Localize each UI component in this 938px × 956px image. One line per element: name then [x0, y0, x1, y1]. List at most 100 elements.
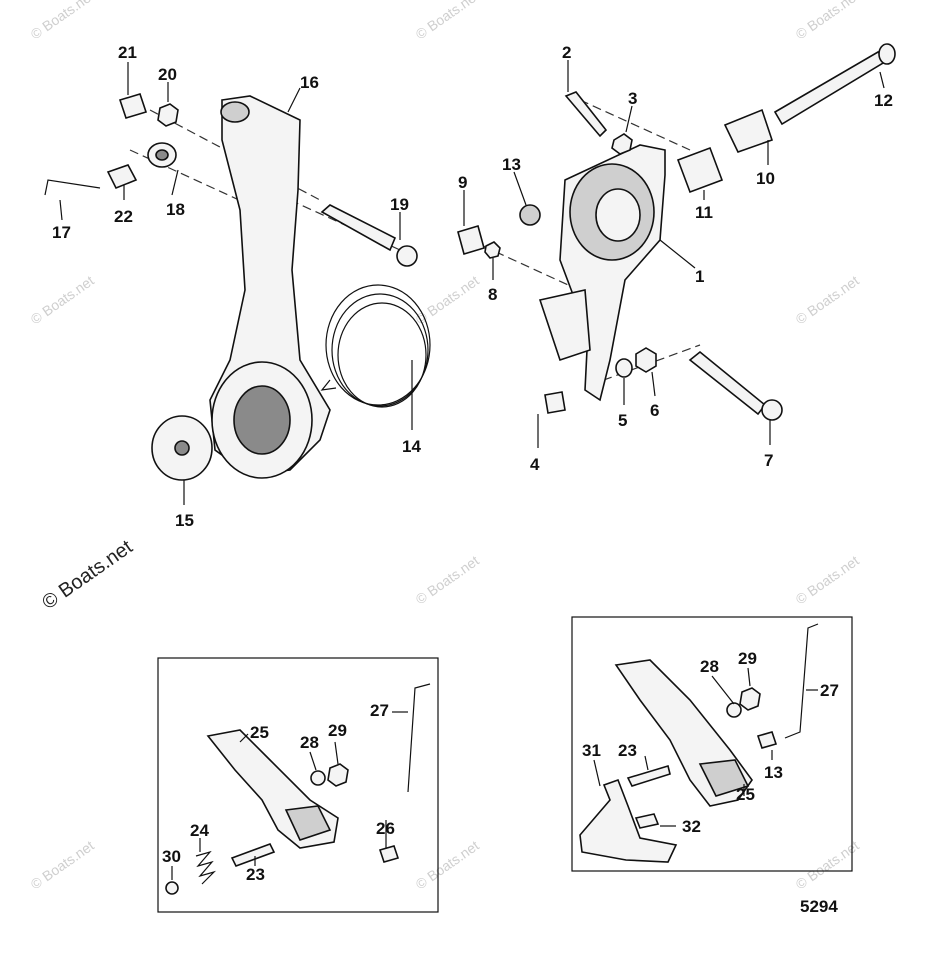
cam-boss-face — [595, 188, 641, 242]
callout-19: 19 — [390, 195, 409, 214]
bushing-part — [118, 93, 148, 119]
inset-frame — [157, 657, 439, 913]
small-washer — [615, 358, 633, 378]
callout-31: 31 — [582, 741, 601, 760]
flange-bushing — [723, 108, 774, 153]
callout-28: 28 — [700, 657, 719, 676]
washer-part — [310, 770, 326, 786]
callout-25: 25 — [736, 785, 755, 804]
nut-part — [739, 687, 761, 711]
callout-29: 29 — [328, 721, 347, 740]
cam-assembly — [457, 43, 896, 421]
callout-29: 29 — [738, 649, 757, 668]
callout-5: 5 — [618, 411, 627, 430]
callout-12: 12 — [874, 91, 893, 110]
callout-9: 9 — [458, 173, 467, 192]
callout-22: 22 — [114, 207, 133, 226]
callout-17: 17 — [52, 223, 71, 242]
callout-20: 20 — [158, 65, 177, 84]
small-bushing — [457, 224, 485, 256]
callout-23: 23 — [618, 741, 637, 760]
callout-32: 32 — [682, 817, 701, 836]
callout-23: 23 — [246, 865, 265, 884]
mount-bracket — [579, 778, 678, 863]
callout-10: 10 — [756, 169, 775, 188]
nut-part — [157, 103, 179, 127]
link-rod — [784, 623, 819, 739]
axis-line — [579, 99, 691, 151]
callout-11: 11 — [695, 203, 713, 222]
nut-part — [611, 133, 633, 155]
lock-nut — [635, 347, 657, 373]
callouts-top: 21 20 16 18 22 17 19 14 15 2 3 12 10 11 … — [52, 43, 893, 530]
callout-18: 18 — [166, 200, 185, 219]
callout-15: 15 — [175, 511, 194, 530]
pivot-pin — [320, 204, 397, 252]
stud-part — [626, 764, 671, 787]
watermark-text: © Boats.net — [28, 0, 97, 42]
callout-13: 13 — [764, 763, 783, 782]
bracket-screw — [634, 813, 660, 829]
lever-gear — [284, 805, 332, 841]
callout-21: 21 — [118, 43, 137, 62]
callout-25: 25 — [250, 723, 269, 742]
watermark-text: © Boats.net — [28, 837, 97, 892]
clip-part — [106, 164, 138, 190]
watermark-text: © Boats.net — [413, 552, 482, 607]
watermark-text: © Boats.net — [413, 0, 482, 42]
nut-part — [327, 763, 349, 787]
callout-3: 3 — [628, 89, 637, 108]
callout-14: 14 — [402, 437, 421, 456]
arm-boss — [220, 101, 250, 123]
diagram-number: 5294 — [800, 897, 838, 916]
callout-8: 8 — [488, 285, 497, 304]
clevis-pin — [544, 391, 566, 414]
spacer-hole — [155, 149, 169, 161]
watermark-main: © Boats.net — [38, 536, 137, 614]
watermark-text: © Boats.net — [28, 272, 97, 327]
ball-stud — [756, 731, 778, 749]
watermark-text: © Boats.net — [413, 837, 482, 892]
long-bolt-head — [878, 43, 896, 65]
watermark-text: © Boats.net — [793, 552, 862, 607]
cam-bracket — [538, 289, 591, 362]
arm-hub-bore — [233, 385, 291, 455]
link-rod — [407, 683, 431, 793]
pin-head — [396, 245, 418, 267]
inset-box-2: 28 29 27 23 31 13 25 32 — [571, 616, 853, 872]
small-washer — [165, 881, 179, 895]
inset-frame — [571, 616, 853, 872]
callout-1: 1 — [695, 267, 704, 286]
throttle-arm-assembly — [44, 93, 431, 481]
callout-27: 27 — [370, 701, 389, 720]
watermark-text: © Boats.net — [793, 0, 862, 42]
stud-part — [230, 843, 276, 867]
callout-27: 27 — [820, 681, 839, 700]
small-nut — [484, 241, 501, 259]
callout-7: 7 — [764, 451, 773, 470]
ball-stud — [378, 845, 400, 863]
link-rod — [44, 179, 101, 196]
callout-13: 13 — [502, 155, 521, 174]
watermark-text: © Boats.net — [413, 272, 482, 327]
ball-connector — [519, 204, 541, 226]
callout-26: 26 — [376, 819, 395, 838]
bolt-part — [564, 91, 608, 138]
callout-4: 4 — [530, 455, 540, 474]
leader-lines — [59, 60, 885, 505]
sleeve-part — [676, 146, 724, 194]
stud-pin-head — [761, 399, 783, 421]
washer-hole — [174, 440, 190, 456]
callout-16: 16 — [300, 73, 319, 92]
watermark-text: © Boats.net — [793, 272, 862, 327]
callout-30: 30 — [162, 847, 181, 866]
callout-24: 24 — [190, 821, 209, 840]
inset-box-1: 25 29 28 27 26 24 23 30 — [157, 657, 439, 913]
coil-spring — [320, 284, 431, 408]
torsion-spring — [195, 850, 217, 885]
callout-6: 6 — [650, 401, 659, 420]
washer-part — [726, 702, 742, 718]
long-bolt — [773, 51, 890, 126]
callout-28: 28 — [300, 733, 319, 752]
